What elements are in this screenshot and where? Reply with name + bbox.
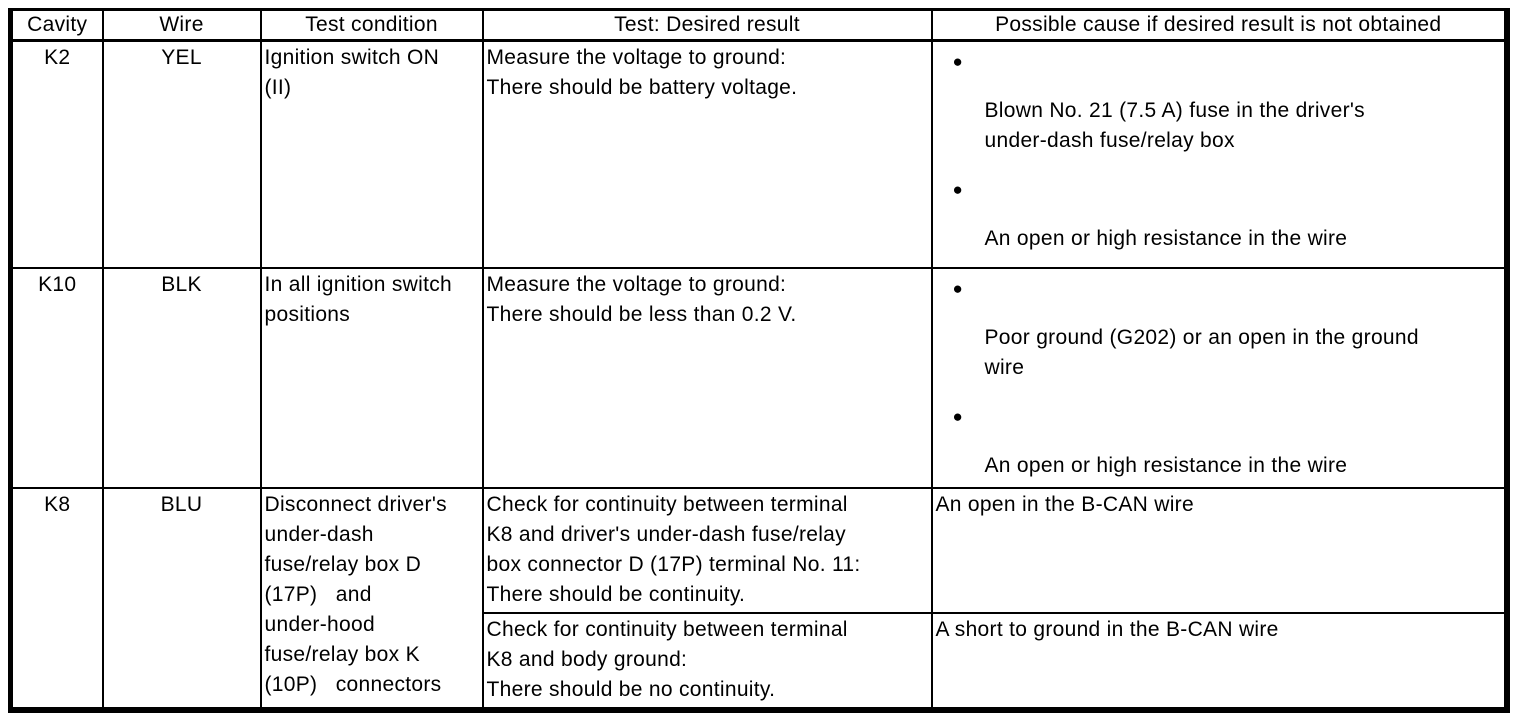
possible-cause-cell: An open in the B-CAN wire	[930, 486, 1508, 614]
header-wire: Wire	[101, 8, 262, 42]
cavity-cell: K10	[9, 266, 104, 489]
cause-item: ● Blown No. 21 (7.5 A) fuse in the drive…	[933, 48, 1501, 156]
table-row-k2: K2 YEL Ignition switch ON (II) Measure t…	[9, 39, 1508, 269]
cavity-cell: K2	[9, 39, 104, 269]
cause-text: Blown No. 21 (7.5 A) fuse in the driver'…	[984, 99, 1365, 152]
cause-text: An open or high resistance in the wire	[984, 453, 1348, 477]
bullet-icon: ●	[952, 180, 964, 199]
table-row-k8-test1: K8 BLU Disconnect driver's under-dash fu…	[9, 486, 1508, 711]
cause-item: ● An open or high resistance in the wire	[933, 403, 1501, 481]
desired-result-cell: Check for continuity between terminal K8…	[481, 611, 933, 711]
wire-cell: BLK	[101, 266, 262, 489]
header-test-condition: Test condition	[259, 8, 484, 42]
header-desired-result: Test: Desired result	[481, 8, 933, 42]
bullet-icon: ●	[952, 406, 964, 426]
possible-cause-cell: ● Blown No. 21 (7.5 A) fuse in the drive…	[930, 39, 1508, 269]
bullet-icon: ●	[952, 52, 964, 71]
header-row: Cavity Wire Test condition Test: Desired…	[9, 8, 1508, 42]
table-row-k8-test2: Check for continuity between terminal K8…	[11, 611, 1508, 711]
cause-text: Poor ground (G202) or an open in the gro…	[984, 325, 1419, 379]
cause-text: An open or high resistance in the wire	[984, 227, 1348, 250]
cavity-cell: K8	[9, 486, 104, 711]
possible-cause-cell: ● Poor ground (G202) or an open in the g…	[930, 266, 1508, 489]
desired-result-cell: Measure the voltage to ground: There sho…	[481, 39, 933, 269]
desired-result-cell: Check for continuity between terminal K8…	[481, 486, 933, 614]
possible-cause-cell: A short to ground in the B-CAN wire	[930, 611, 1508, 711]
bullet-icon: ●	[952, 278, 964, 298]
test-condition-cell: Disconnect driver's under-dash fuse/rela…	[259, 486, 484, 711]
test-condition-cell: In all ignition switch positions	[259, 266, 484, 489]
header-cavity: Cavity	[9, 8, 104, 42]
cause-item: ● Poor ground (G202) or an open in the g…	[933, 275, 1501, 383]
header-possible-cause: Possible cause if desired result is not …	[930, 8, 1508, 42]
wire-cell: YEL	[101, 39, 262, 269]
cause-item: ● An open or high resistance in the wire	[933, 176, 1501, 254]
table-row-k10: K10 BLK In all ignition switch positions…	[9, 266, 1508, 489]
desired-result-cell: Measure the voltage to ground: There sho…	[481, 266, 933, 489]
test-condition-cell: Ignition switch ON (II)	[259, 39, 484, 269]
wire-cell: BLU	[101, 486, 262, 711]
wire-test-table: Cavity Wire Test condition Test: Desired…	[8, 8, 1510, 713]
